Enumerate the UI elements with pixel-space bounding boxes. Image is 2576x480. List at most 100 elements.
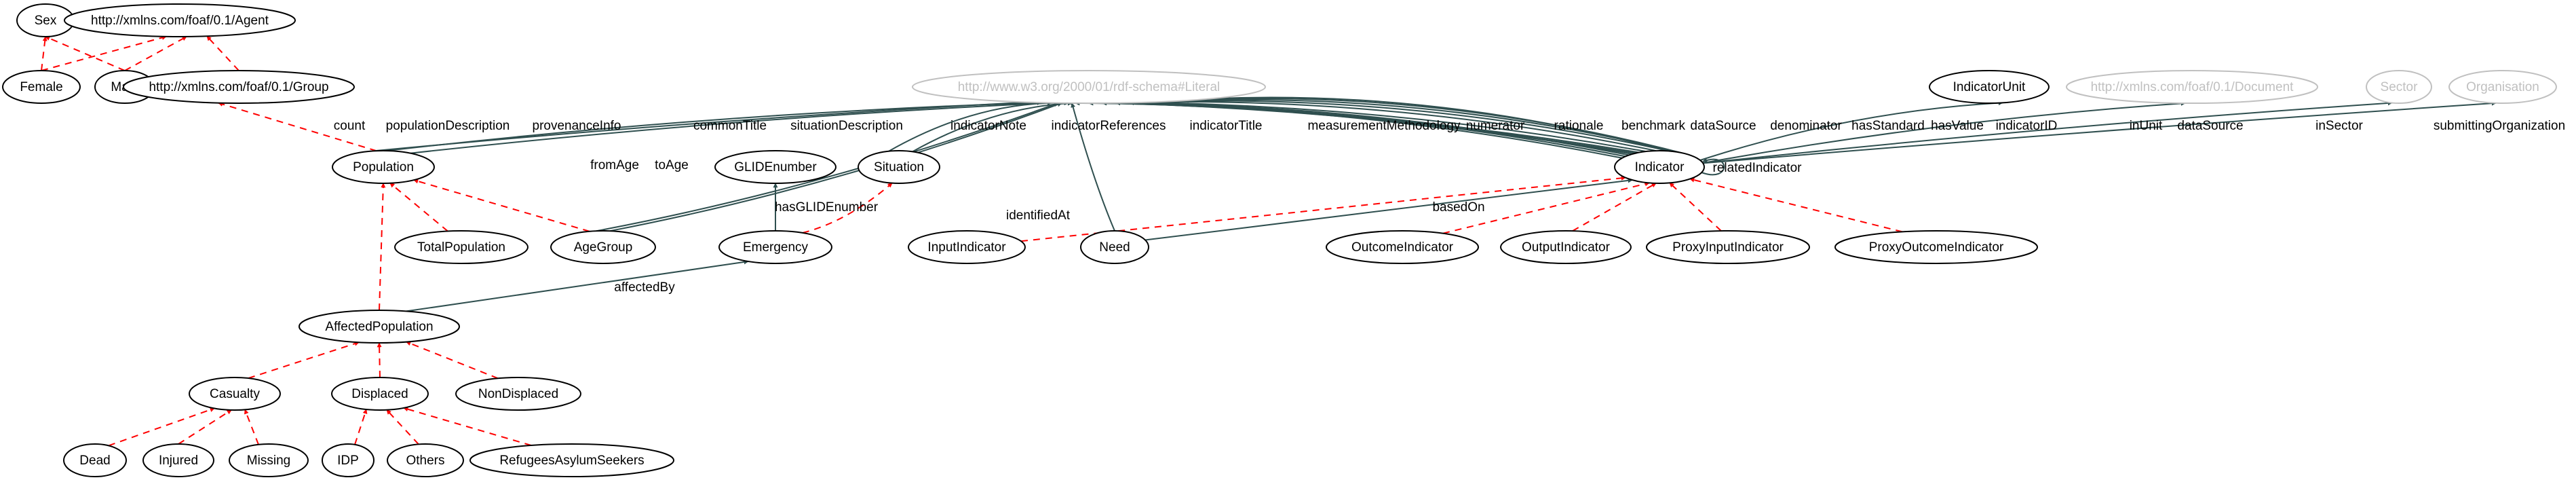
subclass-edge-male-to-sex <box>45 36 126 71</box>
node-label: http://www.w3.org/2000/01/rdf-schema#Lit… <box>958 80 1220 94</box>
subclass-edge-emergency-to-situation <box>802 182 893 234</box>
nodes-layer: Sex http://xmlns.com/foaf/0.1/AgentFemale… <box>2 3 2557 477</box>
node-ellipse <box>2448 70 2557 104</box>
node-organisation: Organisation <box>2448 70 2557 104</box>
property-edge-indicator-to-literal <box>1129 100 1640 153</box>
node-ellipse <box>332 150 435 184</box>
node-label: http://xmlns.com/foaf/0.1/Agent <box>91 14 269 28</box>
node-ellipse <box>387 443 464 477</box>
node-ellipse <box>331 377 429 411</box>
node-label: InputIndicator <box>927 240 1006 255</box>
property-edge-indicator-to-literal <box>1142 100 1647 153</box>
node-label: Sector <box>2381 80 2419 94</box>
node-ellipse <box>1080 230 1149 264</box>
node-idp: IDP <box>322 443 374 477</box>
node-label: IndicatorUnit <box>1953 80 2026 94</box>
node-document: http://xmlns.com/foaf/0.1/Document <box>2066 70 2318 104</box>
node-ellipse <box>189 377 281 411</box>
node-need: Need <box>1080 230 1149 264</box>
node-group: http://xmlns.com/foaf/0.1/Group <box>123 70 355 104</box>
node-sector: Sector <box>2366 70 2432 104</box>
subclass-edge-outputindicator-to-indicator <box>1572 183 1657 232</box>
node-missing: Missing <box>229 443 309 477</box>
node-label: Indicator <box>1635 160 1685 174</box>
edge-label: dataSource <box>1690 119 1756 133</box>
node-ellipse <box>858 150 940 184</box>
subclass-edge-idp-to-displaced <box>354 409 368 445</box>
edge-label: submittingOrganization <box>2434 119 2565 133</box>
node-displaced: Displaced <box>331 377 429 411</box>
subclass-edge-others-to-displaced <box>386 409 419 445</box>
property-edge-indicator-to-literal <box>1210 96 1701 161</box>
node-label: Dead <box>79 454 110 468</box>
subclass-edge-missing-to-casualty <box>244 409 259 445</box>
edge-label: affectedBy <box>614 280 675 295</box>
node-ellipse <box>123 70 355 104</box>
node-ellipse <box>64 3 296 37</box>
node-label: Sex <box>35 14 57 28</box>
edge-label: hasStandard <box>1851 119 1925 133</box>
property-edge-situation-to-literal <box>912 100 1073 153</box>
node-female: Female <box>2 70 81 104</box>
node-ellipse <box>142 443 214 477</box>
node-sex: Sex <box>16 3 75 37</box>
edge-label: indicatorNote <box>950 119 1026 133</box>
node-ellipse <box>908 230 1026 264</box>
property-edge-affectedpopulation-to-emergency <box>406 259 749 312</box>
edge-label: denominator <box>1770 119 1842 133</box>
property-edge-agegroup-to-literal <box>609 102 1062 232</box>
node-label: ProxyOutcomeIndicator <box>1869 240 2004 255</box>
node-nondisplaced: NonDisplaced <box>455 377 581 411</box>
subclass-edge-female-to-sex <box>41 36 47 71</box>
node-agegroup: AgeGroup <box>550 230 656 264</box>
node-label: http://xmlns.com/foaf/0.1/Group <box>149 80 328 94</box>
property-edge-indicator-to-literal <box>1197 97 1691 156</box>
subclass-edge-population-to-group <box>218 102 377 152</box>
property-edge-indicator-to-indicator <box>1701 158 1725 176</box>
node-label: http://xmlns.com/foaf/0.1/Document <box>2091 80 2294 94</box>
edge-label: rationale <box>1554 119 1604 133</box>
property-edge-need-to-literal <box>1071 103 1115 232</box>
node-ellipse <box>394 230 528 264</box>
edge-label: hasValue <box>1931 119 1984 133</box>
edge-label: benchmark <box>1621 119 1685 133</box>
subclass-edge-totalpopulation-to-population <box>389 183 448 232</box>
node-label: Situation <box>874 160 924 174</box>
node-ellipse <box>469 443 674 477</box>
subclass-edge-proxyinputindicator-to-indicator <box>1669 182 1722 232</box>
node-label: Organisation <box>2466 80 2539 94</box>
property-edge-indicator-to-literal <box>1170 98 1670 152</box>
node-population: Population <box>332 150 435 184</box>
edge-label: commonTitle <box>693 119 767 133</box>
node-ellipse <box>322 443 374 477</box>
node-label: Casualty <box>210 387 260 401</box>
node-injured: Injured <box>142 443 214 477</box>
property-edge-agegroup-to-literal <box>596 102 1059 232</box>
node-outcomeindicator: OutcomeIndicator <box>1326 230 1479 264</box>
subclass-edge-agegroup-to-population <box>413 179 590 232</box>
edge-label: numerator <box>1466 119 1525 133</box>
subclass-edge-dead-to-casualty <box>108 407 215 447</box>
property-edge-indicator-to-organisation <box>1704 100 2497 164</box>
edges-layer <box>41 35 2497 447</box>
node-label: Emergency <box>743 240 809 255</box>
subclass-edge-displaced-to-affectedpopulation <box>377 342 382 378</box>
node-ellipse <box>550 230 656 264</box>
node-others: Others <box>387 443 464 477</box>
edge-label: populationDescription <box>386 119 510 133</box>
subclass-edge-refugees-to-displaced <box>403 407 532 446</box>
node-ellipse <box>718 230 832 264</box>
node-casualty: Casualty <box>189 377 281 411</box>
node-indicator: Indicator <box>1614 150 1705 184</box>
subclass-edge-group-to-agent <box>206 35 239 71</box>
edge-label: toAge <box>655 158 689 172</box>
node-ellipse <box>912 70 1266 104</box>
edge-label: relatedIndicator <box>1713 161 1803 175</box>
node-ellipse <box>229 443 309 477</box>
node-label: Injured <box>159 454 198 468</box>
edge-label: basedOn <box>1432 200 1484 215</box>
node-label: Missing <box>247 454 290 468</box>
subclass-edge-male-to-agent <box>124 36 187 71</box>
